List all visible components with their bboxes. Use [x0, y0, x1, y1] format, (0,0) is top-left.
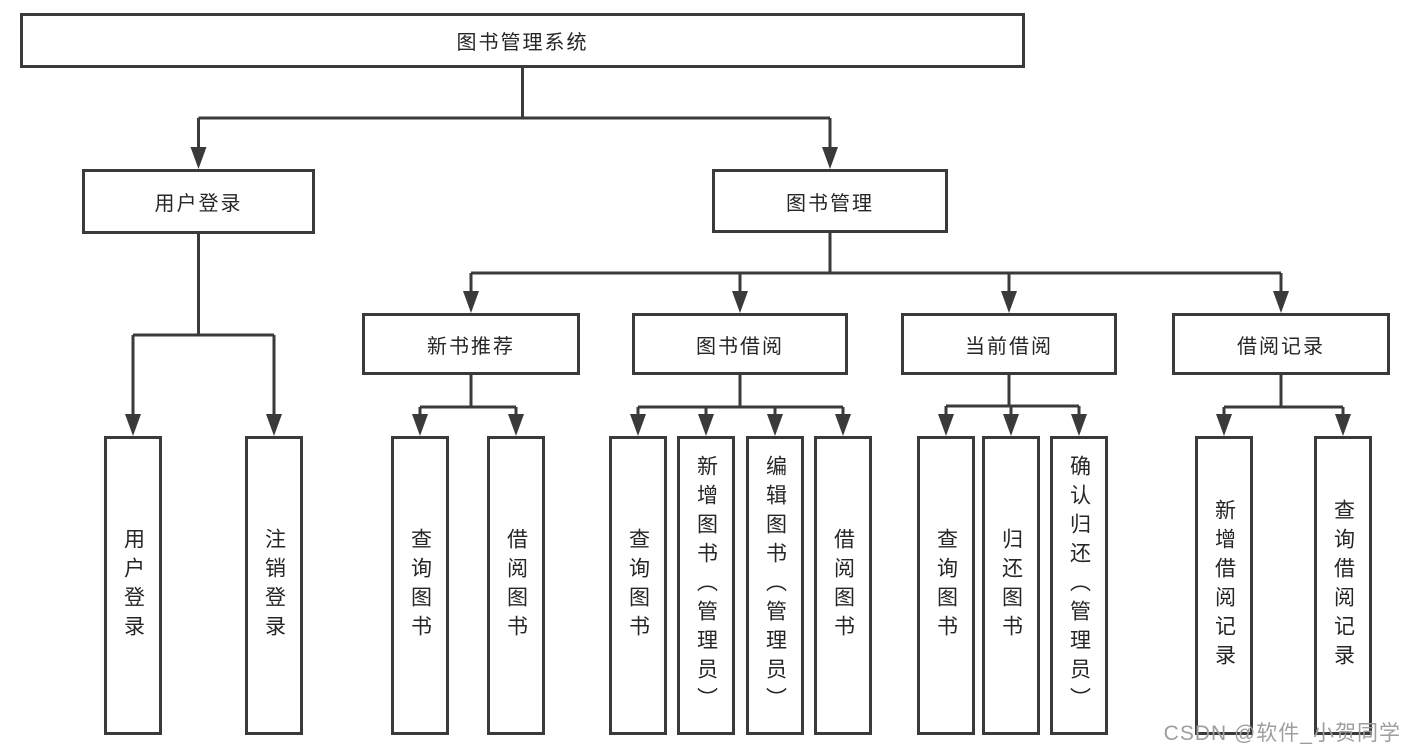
arrowhead [463, 291, 479, 313]
arrowhead [630, 414, 646, 436]
node-bor-add: 新增图书（管理员） [677, 436, 735, 735]
node-rec-borrow: 借阅图书 [487, 436, 545, 735]
arrowhead [190, 147, 207, 169]
node-root: 图书管理系统 [20, 13, 1025, 68]
connector-lines [1222, 375, 1345, 418]
node-records: 借阅记录 [1172, 313, 1390, 375]
node-rec-query: 查询图书 [391, 436, 449, 735]
arrowhead [698, 414, 714, 436]
arrowhead [822, 147, 838, 169]
arrowhead [938, 414, 954, 436]
connector-login [125, 234, 282, 436]
node-mgmt: 图书管理 [712, 169, 948, 233]
arrowhead [1216, 414, 1232, 436]
connector-lines [944, 375, 1081, 418]
node-current: 当前借阅 [901, 313, 1117, 375]
connector-root [190, 68, 838, 169]
node-bor-edit: 编辑图书（管理员） [746, 436, 804, 735]
connector-borrow [630, 375, 851, 436]
watermark: CSDN @软件_小贺同学 [1163, 722, 1401, 745]
node-bor-query: 查询图书 [609, 436, 667, 735]
arrowhead [1001, 291, 1017, 313]
connector-lines [197, 68, 832, 151]
node-rech-add: 新增借阅记录 [1195, 436, 1253, 735]
arrowhead [1003, 414, 1019, 436]
arrowhead [508, 414, 524, 436]
connector-lines [131, 234, 276, 418]
node-bor-borrow: 借阅图书 [814, 436, 872, 735]
node-cur-return: 归还图书 [982, 436, 1040, 735]
arrowhead [125, 414, 141, 436]
connector-records [1216, 375, 1351, 436]
connector-lines [469, 233, 1283, 295]
node-recommend: 新书推荐 [362, 313, 580, 375]
node-login: 用户登录 [82, 169, 315, 234]
arrowhead [732, 291, 748, 313]
connector-lines [636, 375, 845, 418]
arrowhead [1335, 414, 1351, 436]
connector-current [938, 375, 1087, 436]
node-cur-query: 查询图书 [917, 436, 975, 735]
arrowhead [767, 414, 783, 436]
arrowhead [412, 414, 428, 436]
arrowhead [835, 414, 851, 436]
connector-recommend [412, 375, 524, 436]
arrowhead [1071, 414, 1087, 436]
node-rech-query: 查询借阅记录 [1314, 436, 1372, 735]
arrowhead [1273, 291, 1289, 313]
node-logout: 注销登录 [245, 436, 303, 735]
node-borrow: 图书借阅 [632, 313, 848, 375]
arrowhead [266, 414, 282, 436]
node-cur-confirm: 确认归还（管理员） [1050, 436, 1108, 735]
connector-lines [418, 375, 518, 418]
node-login-op: 用户登录 [104, 436, 162, 735]
connector-mgmt [463, 233, 1289, 313]
